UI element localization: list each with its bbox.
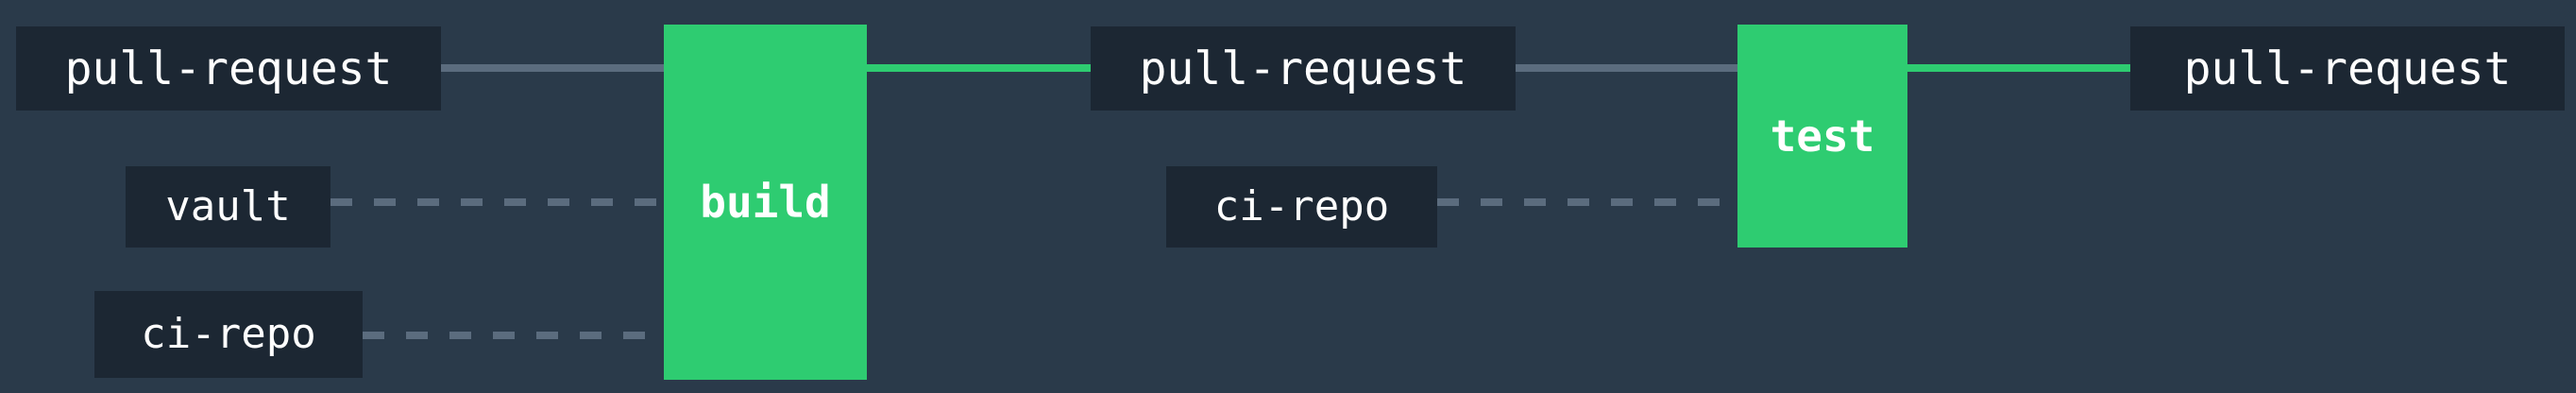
edge-vault-to-build <box>330 198 667 206</box>
node-label: ci-repo <box>141 310 316 358</box>
node-pull-request-mid[interactable]: pull-request <box>1091 26 1516 111</box>
node-job-test[interactable]: test <box>1737 25 1907 248</box>
node-label: pull-request <box>64 42 393 95</box>
node-label: pull-request <box>1139 42 1467 95</box>
node-ci-repo-left[interactable]: ci-repo <box>94 291 363 378</box>
job-label: test <box>1770 111 1875 162</box>
edge-build-to-pull-request-mid <box>865 64 1093 72</box>
edge-pull-request-mid-to-test <box>1515 64 1741 72</box>
node-label: ci-repo <box>1213 182 1390 231</box>
node-label: pull-request <box>2183 42 2512 95</box>
edge-pull-request-left-to-build <box>441 64 668 72</box>
node-job-build[interactable]: build <box>664 25 867 380</box>
node-ci-repo-mid[interactable]: ci-repo <box>1166 166 1437 248</box>
node-label: vault <box>165 182 291 231</box>
edge-test-to-pull-request-right <box>1907 64 2133 72</box>
node-pull-request-right[interactable]: pull-request <box>2130 26 2565 111</box>
edge-ci-repo-left-to-build <box>363 332 667 339</box>
edge-ci-repo-mid-to-test <box>1437 198 1739 206</box>
job-label: build <box>700 177 831 228</box>
node-vault-left[interactable]: vault <box>126 166 330 248</box>
node-pull-request-left[interactable]: pull-request <box>16 26 441 111</box>
